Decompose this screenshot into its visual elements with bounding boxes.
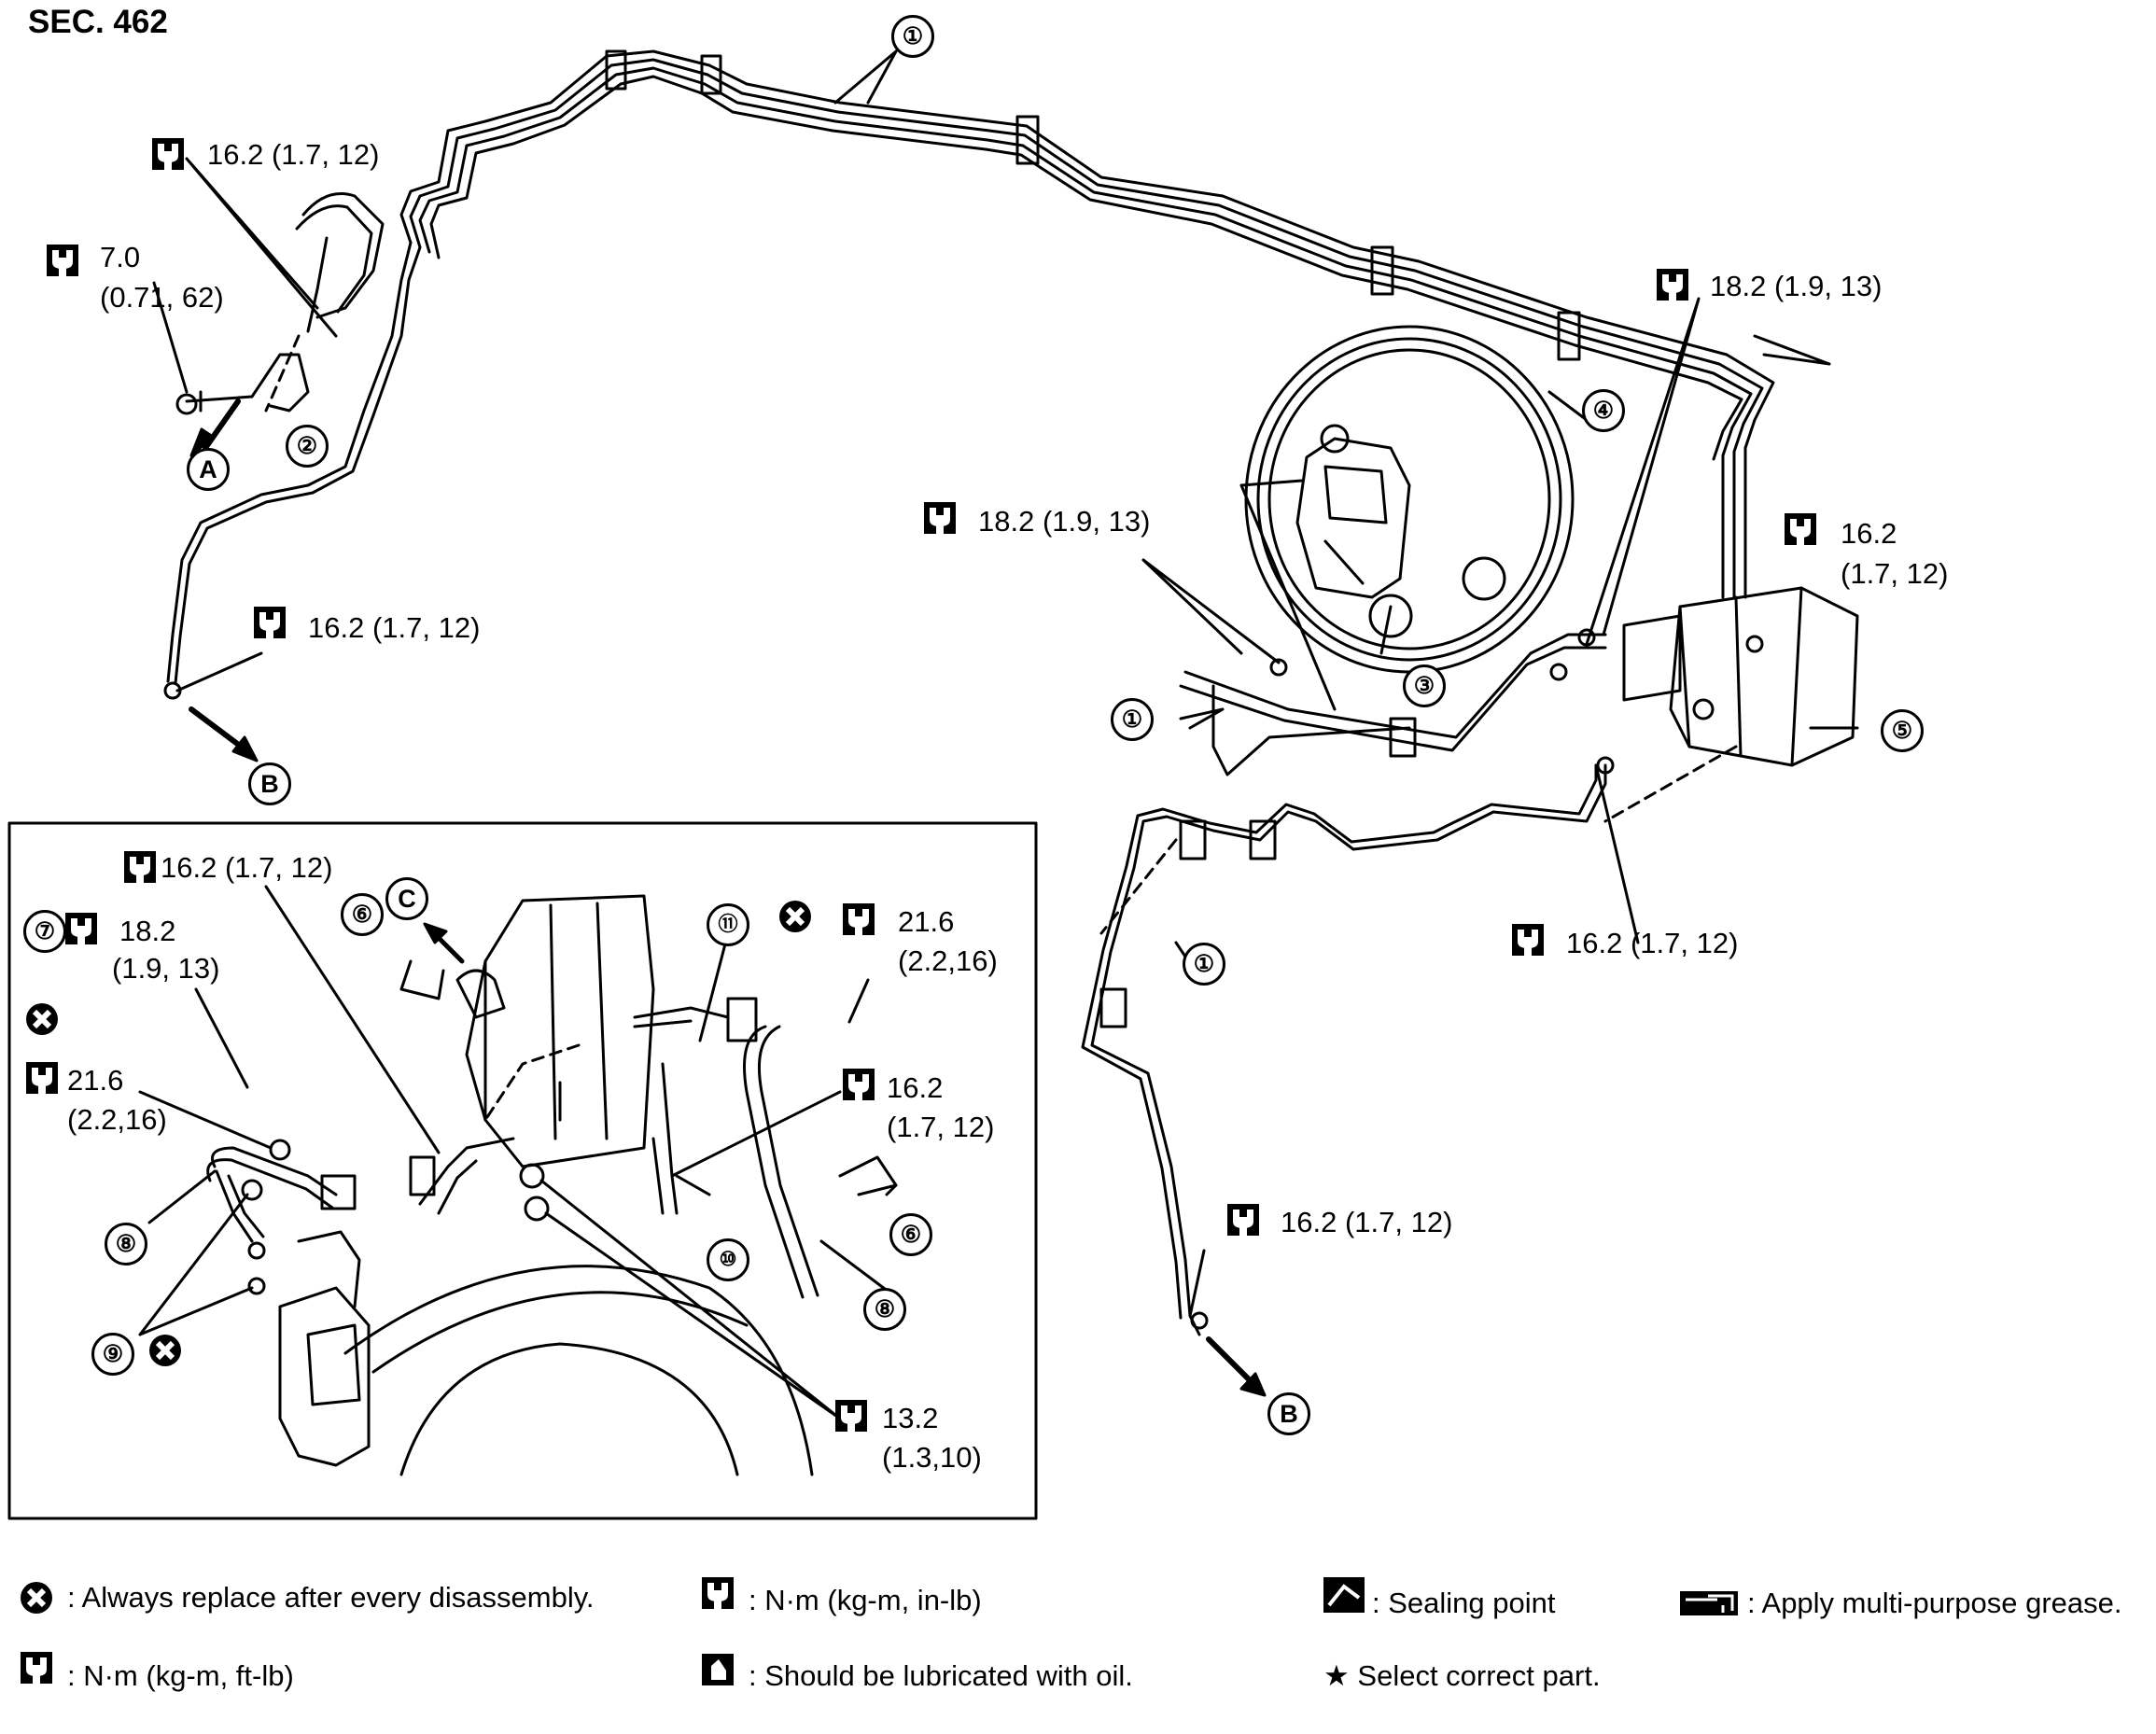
brake-line-right-lower — [1090, 763, 1607, 1336]
legend-oil-icon — [702, 1654, 734, 1685]
legend-replace: : Always replace after every disassembly… — [67, 1581, 595, 1614]
torque-label: 18.2 (1.9, 13) — [1710, 270, 1883, 302]
torque-ftlb-icon — [152, 138, 184, 170]
replace-icon — [779, 901, 811, 932]
torque-ftlb-icon — [1512, 924, 1544, 956]
callout-5: ⑤ — [1881, 709, 1924, 752]
torque-ftlb-icon — [1227, 1204, 1259, 1236]
callout-11: ⑪ — [707, 903, 749, 946]
torque-label: (2.2,16) — [67, 1103, 167, 1136]
brake-line-top-3 — [418, 66, 1753, 457]
torque-label: 13.2 — [882, 1402, 939, 1434]
torque-label: (0.71, 62) — [100, 281, 224, 314]
torque-ftlb-icon — [26, 1062, 58, 1094]
callout-9: ⑨ — [91, 1333, 134, 1376]
callout-10: ⑩ — [707, 1238, 749, 1281]
torque-label: 16.2 (1.7, 12) — [1566, 927, 1739, 959]
brake-line-left — [166, 241, 413, 683]
legend-ftlb: : N·m (kg-m, ft-lb) — [67, 1659, 294, 1692]
torque-ftlb-icon — [1785, 513, 1816, 545]
brake-line-top-2 — [409, 58, 1764, 454]
torque-label: 7.0 — [100, 241, 141, 273]
torque-label: 18.2 — [119, 915, 176, 947]
torque-label: 16.2 — [887, 1071, 944, 1104]
section-title: SEC. 462 — [28, 4, 168, 40]
replace-icon — [26, 1003, 58, 1035]
legend-oil: : Should be lubricated with oil. — [749, 1659, 1133, 1692]
torque-ftlb-icon — [843, 903, 875, 935]
legend-seal: : Sealing point — [1372, 1587, 1556, 1619]
torque-ftlb-icon — [1657, 269, 1688, 301]
torque-ftlb-icon — [254, 607, 286, 638]
legend-select: ★ Select correct part. — [1323, 1659, 1601, 1692]
callout-8: ⑧ — [105, 1223, 147, 1266]
legend-grease-icon — [1680, 1591, 1738, 1615]
torque-inlb-icon — [47, 245, 78, 276]
callout-8-right: ⑧ — [863, 1288, 906, 1331]
arrow-label-a: A — [187, 448, 230, 491]
torque-label: 21.6 — [898, 905, 955, 938]
torque-label: 16.2 (1.7, 12) — [161, 851, 333, 884]
torque-label: 21.6 — [67, 1064, 124, 1097]
brake-line-top-1 — [399, 49, 1775, 450]
legend-seal-icon — [1323, 1577, 1365, 1613]
replace-icon — [149, 1335, 181, 1366]
legend-ftlb-icon — [21, 1652, 52, 1684]
callout-6-right: ⑥ — [889, 1213, 932, 1256]
torque-label: 16.2 (1.7, 12) — [308, 611, 481, 644]
arrow-label-b: B — [248, 762, 291, 805]
torque-ftlb-icon — [124, 851, 156, 883]
legend-replace-icon — [21, 1582, 52, 1614]
callout-6: ⑥ — [341, 893, 384, 936]
callout-3: ③ — [1403, 664, 1446, 707]
torque-label: (1.3,10) — [882, 1441, 982, 1474]
torque-label: 16.2 (1.7, 12) — [1281, 1206, 1453, 1238]
callout-4: ④ — [1582, 389, 1625, 432]
torque-ftlb-icon — [843, 1069, 875, 1100]
callout-7: ⑦ — [23, 910, 66, 953]
torque-label: (2.2,16) — [898, 944, 998, 977]
torque-ftlb-icon — [65, 913, 97, 944]
torque-label: (1.7, 12) — [1841, 557, 1949, 590]
legend-grease: : Apply multi-purpose grease. — [1747, 1587, 2122, 1619]
brake-line-top-4 — [429, 75, 1743, 461]
legend-inlb: : N·m (kg-m, in-lb) — [749, 1584, 982, 1616]
torque-label: (1.7, 12) — [887, 1111, 995, 1143]
inset-frame — [7, 821, 1038, 1520]
torque-ftlb-icon — [835, 1400, 867, 1432]
master-cylinder — [1295, 437, 1411, 599]
arrow-label-b-right: B — [1267, 1392, 1310, 1435]
callout-1-low: ① — [1183, 943, 1225, 986]
callout-1-mid: ① — [1111, 698, 1154, 741]
callout-1: ① — [891, 15, 934, 58]
callout-2: ② — [286, 425, 329, 468]
torque-label: 18.2 (1.9, 13) — [978, 505, 1151, 538]
torque-ftlb-icon — [924, 502, 956, 534]
arrow-label-c: C — [385, 877, 428, 920]
abs-actuator — [1669, 586, 1859, 767]
torque-label: 16.2 — [1841, 517, 1897, 550]
legend-inlb-icon — [702, 1577, 734, 1609]
torque-label: 16.2 (1.7, 12) — [207, 138, 380, 171]
torque-label: (1.9, 13) — [112, 952, 220, 985]
